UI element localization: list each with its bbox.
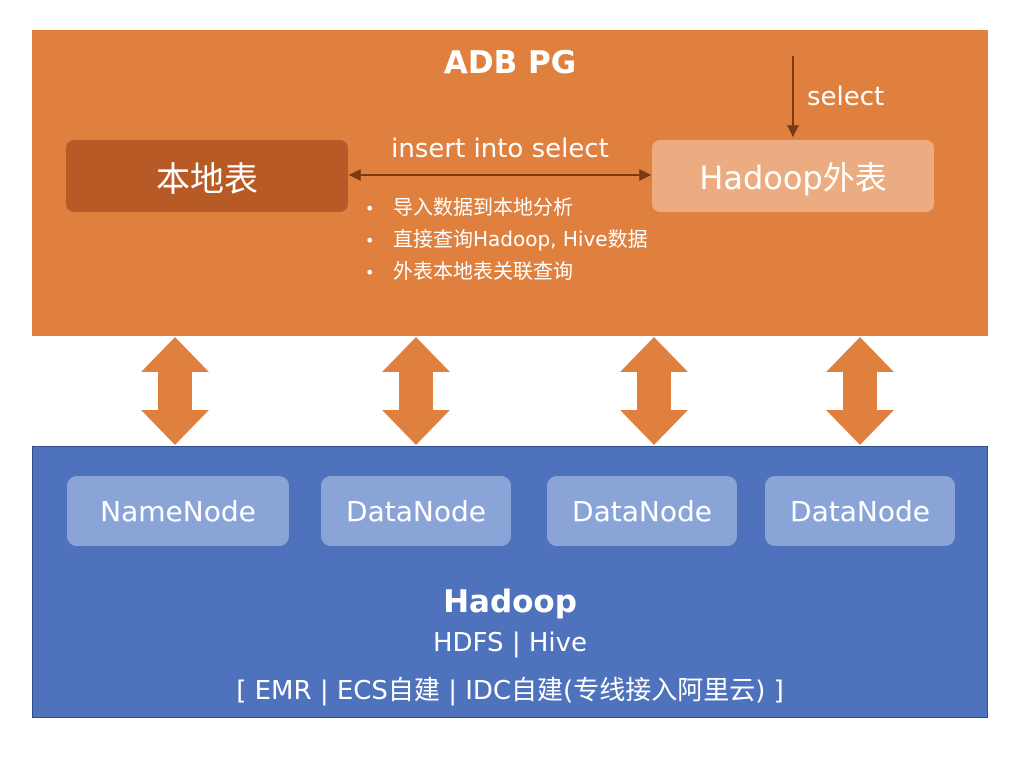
feature-item: 外表本地表关联查询: [365, 256, 648, 288]
hadoop-subtitle: HDFS | Hive: [432, 628, 588, 658]
feature-item: 导入数据到本地分析: [365, 192, 648, 224]
local-table-box: 本地表: [66, 140, 348, 212]
datanode-box: DataNode: [547, 476, 737, 546]
adb-pg-title: ADB PG: [443, 45, 577, 81]
connector-double-arrow: [141, 337, 209, 445]
datanode-box: DataNode: [765, 476, 955, 546]
feature-list: 导入数据到本地分析 直接查询Hadoop, Hive数据 外表本地表关联查询: [365, 192, 648, 288]
datanode-box: DataNode: [321, 476, 511, 546]
hadoop-deployment-options: [ EMR | ECS自建 | IDC自建(专线接入阿里云) ]: [236, 676, 784, 706]
connector-double-arrow: [826, 337, 894, 445]
connector-double-arrow: [620, 337, 688, 445]
select-label: select: [807, 82, 885, 112]
feature-item: 直接查询Hadoop, Hive数据: [365, 224, 648, 256]
namenode-box: NameNode: [67, 476, 289, 546]
insert-into-select-label: insert into select: [391, 134, 609, 164]
adb-pg-panel: ADB PG 本地表 Hadoop外表 insert into select s…: [32, 30, 988, 336]
connector-double-arrow: [382, 337, 450, 445]
hadoop-title: Hadoop: [443, 584, 577, 620]
hadoop-external-table-box: Hadoop外表: [652, 140, 934, 212]
hadoop-panel: NameNode DataNode DataNode DataNode Hado…: [32, 446, 988, 718]
